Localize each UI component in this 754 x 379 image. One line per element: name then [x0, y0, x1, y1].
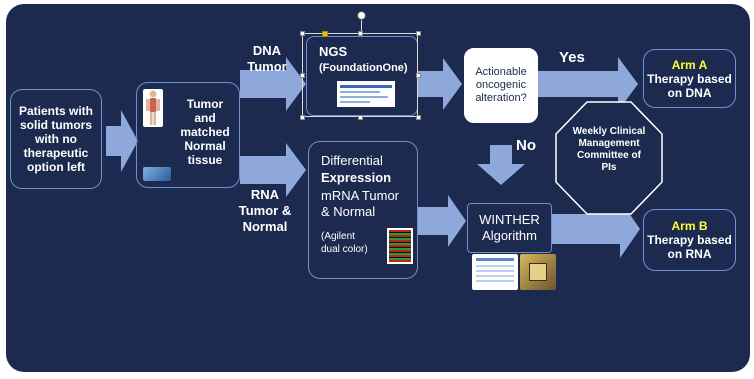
arrow-ngs-to-actionable	[418, 58, 462, 110]
winther-box: WINTHER Algorithm	[467, 203, 552, 253]
winther-text: WINTHER Algorithm	[479, 212, 540, 243]
expression-line1: Differential	[321, 153, 383, 168]
yes-label: Yes	[559, 49, 585, 66]
arrow-expression-to-winther	[418, 195, 466, 247]
arm-b-title: Arm B	[671, 219, 708, 233]
microarray-heatmap-image	[387, 228, 413, 264]
tissue-sample-image	[143, 167, 171, 181]
arm-b-desc: Therapy based on RNA	[647, 233, 732, 261]
arm-a-title: Arm A	[671, 57, 708, 72]
resize-handle-middle-right[interactable]	[416, 73, 421, 78]
weekly-committee-octagon	[555, 101, 663, 215]
resize-handle-top-right[interactable]	[416, 31, 421, 36]
expression-line2: Expression	[321, 170, 392, 185]
ngs-title: NGS	[319, 44, 348, 59]
rna-tumor-normal-label: RNA Tumor & Normal	[238, 187, 292, 234]
ngs-subtitle: (FoundationOne)	[319, 62, 408, 74]
patients-text: Patients with solid tumors with no thera…	[18, 104, 93, 174]
arrow-patients-to-tumor	[106, 110, 138, 172]
resize-handle-bottom-left[interactable]	[300, 115, 305, 120]
resize-handle-top-center[interactable]	[358, 31, 363, 36]
actionable-text: Actionable oncogenic alteration?	[475, 66, 527, 104]
arrow-yes-to-arm-a	[538, 57, 638, 111]
ngs-report-image	[337, 81, 395, 107]
dna-tumor-label: DNA Tumor	[247, 43, 287, 74]
rotate-handle-icon[interactable]	[357, 11, 366, 20]
algorithm-chip-image	[520, 254, 556, 290]
arm-b-box: Arm B Therapy based on RNA	[643, 209, 736, 271]
patients-box: Patients with solid tumors with no thera…	[10, 89, 102, 189]
weekly-committee-text: Weekly Clinical Management Committee of …	[572, 126, 646, 173]
no-label: No	[516, 137, 536, 154]
arrow-tumor-to-expression	[240, 143, 306, 197]
resize-handle-bottom-center[interactable]	[358, 115, 363, 120]
body-anatomy-image	[143, 89, 163, 127]
resize-handle-top-left[interactable]	[300, 31, 305, 36]
arm-a-box: Arm A Therapy based on DNA	[643, 49, 736, 108]
resize-handle-middle-left[interactable]	[300, 73, 305, 78]
adjust-handle-icon[interactable]	[322, 31, 328, 37]
actionable-box: Actionable oncogenic alteration?	[464, 48, 538, 123]
arm-a-desc: Therapy based on DNA	[647, 71, 732, 100]
diagram-slide: Patients with solid tumors with no thera…	[6, 4, 750, 372]
expression-line4: (Agilent dual color)	[321, 231, 368, 255]
resize-handle-bottom-right[interactable]	[416, 115, 421, 120]
expression-line3: mRNA Tumor & Normal	[321, 188, 400, 219]
expression-box: Differential Expression mRNA Tumor & Nor…	[308, 141, 418, 279]
tumor-text: Tumor and matched Normal tissue	[180, 97, 230, 167]
arrow-no-down	[477, 145, 525, 185]
tumor-tissue-box: Tumor and matched Normal tissue	[136, 82, 240, 188]
rotate-handle-line	[361, 20, 362, 31]
arrow-tumor-to-ngs	[240, 57, 306, 111]
algorithm-table-image	[472, 254, 518, 290]
ngs-box[interactable]: NGS (FoundationOne)	[306, 36, 418, 116]
